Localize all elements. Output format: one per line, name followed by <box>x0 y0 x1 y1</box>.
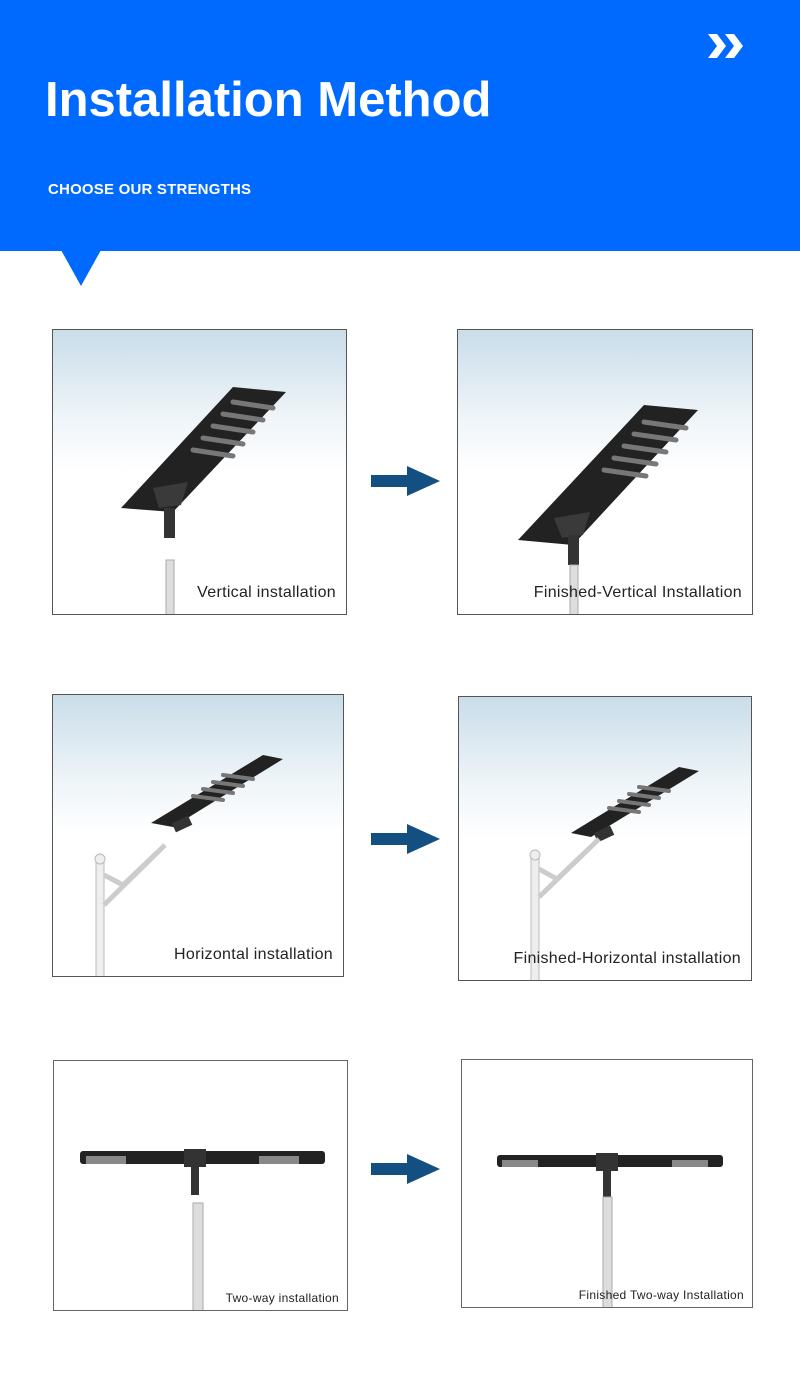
banner-pointer <box>61 250 101 286</box>
panel-caption: Finished-Vertical Installation <box>533 584 742 601</box>
lamp-illustration <box>497 1153 723 1307</box>
arrow-right-icon <box>371 466 440 496</box>
double-chevron-right-icon[interactable] <box>706 32 748 60</box>
arrow-right-icon <box>371 1154 440 1184</box>
panel-caption: Two-way installation <box>225 1291 339 1305</box>
lamp-illustration <box>518 405 698 614</box>
panel-caption: Finished-Horizontal installation <box>513 950 741 967</box>
header-banner <box>0 0 800 251</box>
lamp-illustration <box>94 755 283 976</box>
two-way-installation-image: Two-way installation <box>53 1060 348 1311</box>
page-title: Installation Method <box>45 73 492 127</box>
arrow-right-icon <box>371 824 440 854</box>
lamp-illustration <box>80 1149 325 1310</box>
horizontal-installation-image: Horizontal installation <box>52 694 344 977</box>
finished-two-way-installation-image: Finished Two-way Installation <box>461 1059 753 1308</box>
page-subtitle: CHOOSE OUR STRENGTHS <box>48 181 252 198</box>
panel-caption: Vertical installation <box>197 584 336 601</box>
panel-caption: Horizontal installation <box>174 946 333 963</box>
vertical-installation-image: Vertical installation <box>52 329 347 615</box>
lamp-illustration <box>529 767 699 980</box>
panel-caption: Finished Two-way Installation <box>578 1288 744 1302</box>
finished-vertical-installation-image: Finished-Vertical Installation <box>457 329 753 615</box>
lamp-illustration <box>121 387 286 614</box>
finished-horizontal-installation-image: Finished-Horizontal installation <box>458 696 752 981</box>
